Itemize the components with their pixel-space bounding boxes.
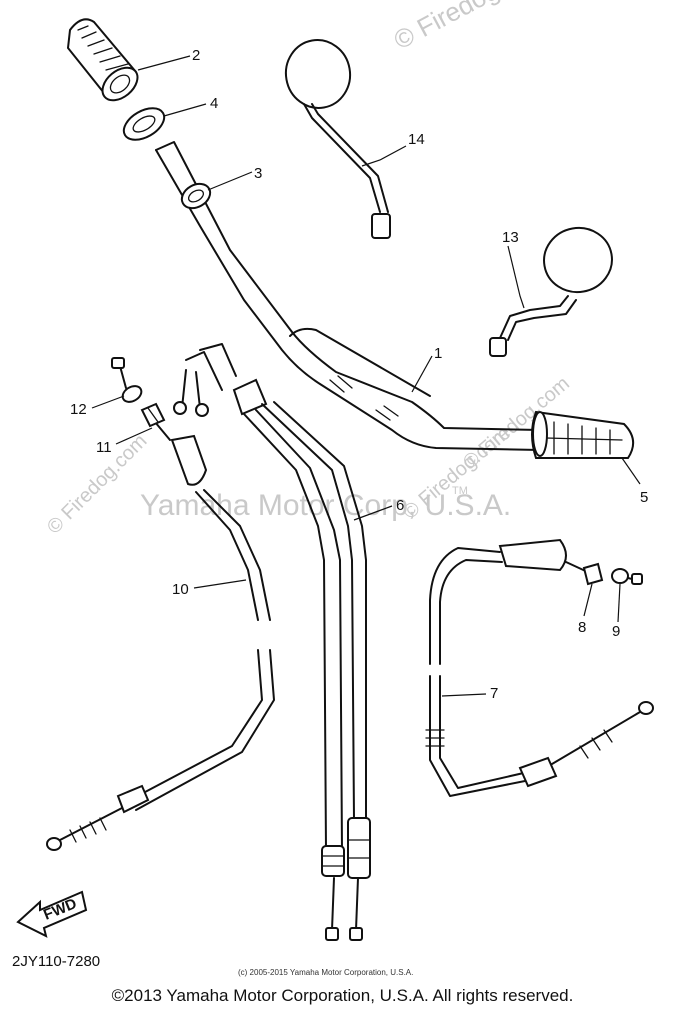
callout-4: 4 bbox=[210, 95, 218, 112]
callout-5: 5 bbox=[640, 489, 648, 506]
leader-lines bbox=[91, 55, 641, 697]
copyright-notice: ©2013 Yamaha Motor Corporation, U.S.A. A… bbox=[111, 986, 574, 1005]
callout-1: 1 bbox=[434, 345, 442, 362]
callout-9: 9 bbox=[612, 623, 620, 640]
watermark-top-right: © Firedog.com bbox=[389, 0, 554, 55]
callout-3: 3 bbox=[254, 165, 262, 182]
callout-2: 2 bbox=[192, 47, 200, 64]
fwd-arrow-icon: FWD bbox=[16, 890, 88, 938]
callout-14: 14 bbox=[408, 131, 425, 148]
clutch-adjuster-part bbox=[140, 402, 171, 441]
left-mirror-part bbox=[284, 39, 391, 239]
callout-12: 12 bbox=[70, 401, 87, 418]
right-grip-part bbox=[531, 410, 635, 459]
handlebar-part bbox=[155, 141, 541, 451]
callout-11: 11 bbox=[96, 439, 112, 456]
callout-6: 6 bbox=[396, 497, 404, 514]
clamp-part bbox=[180, 182, 212, 210]
right-mirror-part bbox=[489, 226, 613, 357]
watermark-center: Yamaha Motor Corp, U.S.A. bbox=[140, 489, 511, 522]
collar-ring-part bbox=[122, 107, 166, 141]
watermark-trademark: TM bbox=[452, 485, 468, 497]
small-copyright: (c) 2005-2015 Yamaha Motor Corporation, … bbox=[238, 968, 413, 977]
callout-13: 13 bbox=[502, 229, 519, 246]
callout-10: 10 bbox=[172, 581, 189, 598]
cable-adjuster-part bbox=[565, 561, 604, 586]
clutch-cable-part bbox=[46, 434, 275, 851]
cable-locknut-part bbox=[611, 568, 643, 585]
lever-cable-part bbox=[425, 538, 654, 797]
drawing-code: 2JY110-7280 bbox=[12, 953, 100, 970]
callout-8: 8 bbox=[578, 619, 586, 636]
throttle-cable-part bbox=[173, 343, 371, 941]
left-grip-part bbox=[66, 18, 139, 102]
clutch-locknut-part bbox=[111, 357, 143, 403]
callout-7: 7 bbox=[490, 685, 498, 702]
